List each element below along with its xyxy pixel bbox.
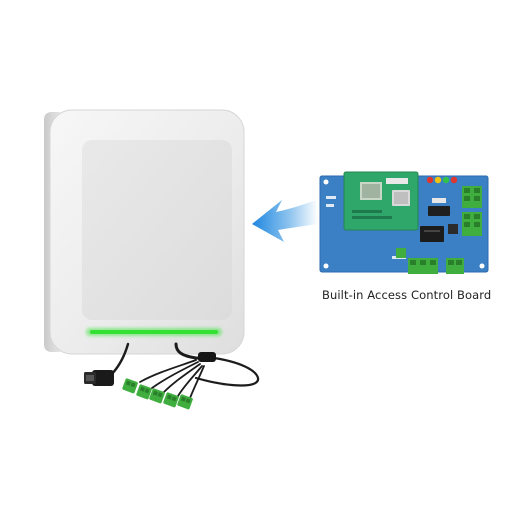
board-led-red	[426, 176, 434, 184]
board-relay	[420, 226, 444, 242]
rfid-reader	[44, 109, 245, 355]
cable-loop	[194, 356, 260, 387]
ethernet-plug	[84, 370, 114, 386]
terminal-connector	[163, 392, 179, 408]
terminal-connector	[136, 384, 152, 400]
led-strip	[90, 330, 218, 334]
board-led-red	[450, 176, 458, 184]
board-caption: Built-in Access Control Board	[322, 288, 492, 302]
board-led-yellow	[434, 176, 442, 184]
terminal-connector	[149, 388, 165, 404]
reader-cables	[108, 342, 260, 399]
access-control-board	[319, 171, 489, 274]
terminal-connectors	[122, 378, 193, 410]
reader-face-panel	[82, 140, 232, 320]
board-terminal-bottom	[408, 258, 464, 274]
arrow-left-icon	[252, 200, 318, 242]
board-terminal-right	[462, 186, 482, 236]
board-led-green	[442, 176, 450, 184]
cable-bundle	[174, 342, 210, 360]
terminal-connector	[122, 378, 138, 394]
cable-splitter	[198, 352, 216, 362]
terminal-connector	[177, 394, 193, 410]
